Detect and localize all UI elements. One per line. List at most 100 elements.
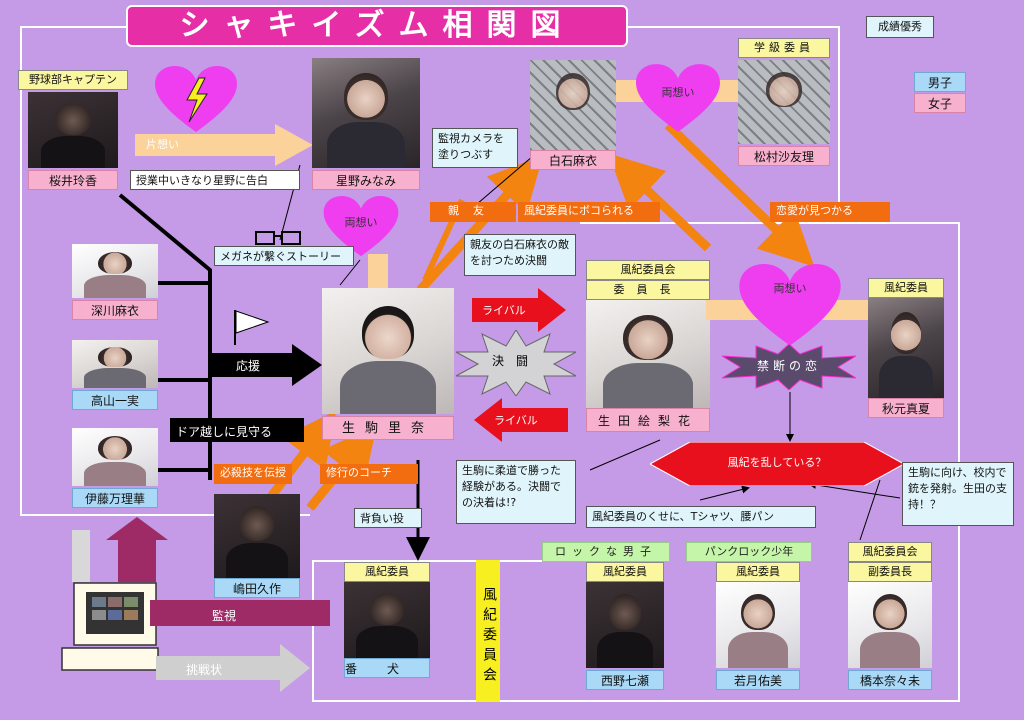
arrow-beaten [608, 153, 712, 252]
label-ryouomoi-3: 両想い [773, 282, 807, 295]
arrow-rival-left [474, 398, 568, 442]
name-banken: 番犬 [344, 658, 430, 678]
arrow-shinyuu [416, 155, 544, 294]
badge-nishino: ロックな男子 [542, 542, 670, 562]
tag-ikuta-2: 委員長 [586, 280, 710, 300]
note-glasses: メガネが繋ぐストーリー [214, 246, 354, 266]
name-hashimoto: 橋本奈々未 [848, 670, 932, 690]
arrow-ouen [212, 344, 322, 386]
frame-line [20, 26, 22, 516]
name-wakatsuki: 若月佑美 [716, 670, 800, 690]
line-judo [589, 439, 661, 471]
name-akimoto: 秋元真夏 [868, 398, 944, 418]
name-ikoma: 生駒里奈 [322, 416, 454, 440]
photo-hoshino [312, 58, 420, 168]
arrow-chousen [156, 644, 310, 692]
tag-matsumura: 学級委員 [738, 38, 830, 58]
flag-icon [234, 310, 270, 345]
name-nishino: 西野七瀬 [586, 670, 664, 690]
label-ouen: 応援 [236, 359, 261, 373]
heart-shiraishi-matsumura [636, 64, 720, 132]
note-tshirt: 風紀委員のくせに、Tシャツ、腰パン [586, 506, 816, 528]
label-rival-1: ライバル [482, 304, 526, 317]
tag-ikuta-1: 風紀委員会 [586, 260, 710, 280]
label-door: ドア越しに見守る [176, 425, 273, 439]
label-shinyuu: 親友 [430, 202, 516, 222]
photo-ikuta [586, 300, 710, 408]
arrow-love-found [664, 121, 815, 267]
label-kanshi: 監視 [212, 609, 237, 623]
photo-wakatsuki [716, 582, 800, 668]
frame-line [312, 700, 960, 702]
burst-kindan [721, 344, 857, 390]
label-kettou: 決闘 [491, 354, 540, 368]
name-ikuta: 生田絵梨花 [586, 408, 710, 432]
name-hoshino: 星野みなみ [312, 170, 420, 190]
legend-male: 男子 [914, 72, 966, 92]
photo-hashimoto [848, 582, 932, 668]
tag-nishino: 風紀委員 [586, 562, 664, 582]
photo-sakurai [28, 92, 118, 168]
corner-note: 成績優秀 [866, 16, 934, 38]
arrow-kanshi [150, 600, 330, 626]
frame-line [838, 26, 840, 206]
frame-line [312, 560, 582, 562]
photo-ikoma [322, 288, 454, 414]
arrow-kataomoi [135, 124, 313, 166]
line-gun-2 [859, 479, 881, 541]
page-title: シャキイズム相関図 [126, 5, 628, 47]
label-coach: 修行のコーチ [320, 464, 418, 484]
name-shimada: 嶋田久作 [214, 578, 300, 598]
label-rival-2: ライバル [494, 414, 538, 427]
frame-line [312, 560, 314, 702]
photo-matsumura [738, 60, 830, 144]
disorder-shape [650, 442, 904, 486]
photo-akimoto [868, 298, 944, 398]
line-gun [808, 480, 901, 499]
line-camera [469, 149, 541, 211]
arrow-hissatsu [266, 410, 337, 501]
note-gun: 生駒に向け、校内で銃を発射。生田の支持！？ [902, 462, 1014, 526]
name-takayama: 高山一実 [72, 390, 158, 410]
broken-heart-icon [155, 66, 237, 132]
badge-wakatsuki: パンクロック少年 [686, 542, 812, 562]
name-fukagawa: 深川麻衣 [72, 300, 158, 320]
tag-hashimoto-1: 風紀委員会 [848, 542, 932, 562]
committee-label: 風紀委員会 [476, 560, 500, 702]
name-matsumura: 松村沙友理 [738, 146, 830, 166]
photo-banken [344, 582, 430, 658]
tag-sakurai: 野球部キャプテン [18, 70, 128, 90]
tag-akimoto: 風紀委員 [868, 278, 944, 298]
name-shiraishi: 白石麻衣 [530, 150, 616, 170]
tag-banken: 風紀委員 [344, 562, 430, 582]
label-hissatsu: 必殺技を伝授 [214, 464, 292, 484]
photo-shiraishi [530, 60, 616, 150]
arrow-rival-right [472, 288, 566, 332]
label-ryouomoi-1: 両想い [344, 216, 378, 229]
heart-ikuta-akimoto [739, 264, 841, 346]
label-disorder: 風紀を乱している？ [727, 456, 827, 469]
line-glasses-2 [339, 259, 361, 286]
name-sakurai: 桜井玲香 [28, 170, 118, 190]
note-revenge: 親友の白石麻衣の敵を討つため決闘 [464, 234, 576, 276]
glasses-icon [255, 231, 301, 245]
note-camera: 監視カメラを塗りつぶす [432, 128, 518, 168]
label-chousen: 挑戦状 [186, 663, 223, 677]
line-sakurai [118, 193, 212, 480]
computer-icon [61, 582, 159, 671]
label-beaten: 風紀委員にボコられる [518, 202, 660, 222]
photo-fukagawa [72, 244, 158, 298]
name-ito: 伊藤万理華 [72, 488, 158, 508]
photo-shimada [214, 494, 300, 578]
line-tshirt [699, 485, 750, 501]
arrow-up-grey [72, 530, 90, 582]
heart-hoshino-ikoma [323, 196, 399, 257]
note-confession: 授業中いきなり星野に告白 [130, 170, 300, 190]
label-ryouomoi-2: 両想い [661, 86, 695, 99]
door-bar [170, 418, 304, 442]
tag-wakatsuki: 風紀委員 [716, 562, 800, 582]
tag-hashimoto-2: 副委員長 [848, 562, 932, 582]
note-judo: 生駒に柔道で勝った経験がある。決闘での決着は!? [456, 460, 576, 524]
label-seoi: 背負い投 [354, 508, 422, 528]
photo-takayama [72, 340, 158, 388]
